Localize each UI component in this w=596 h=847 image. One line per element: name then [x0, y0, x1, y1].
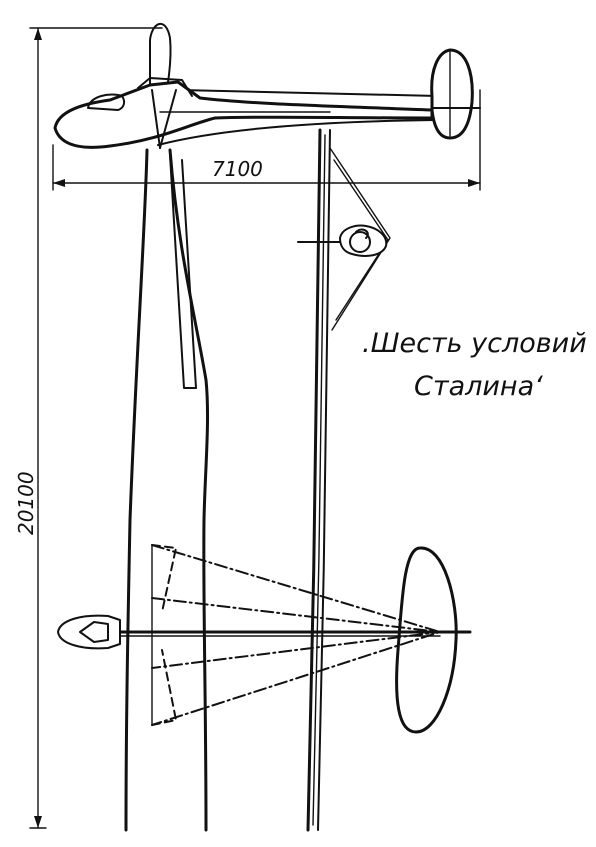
side-fuselage [53, 80, 434, 149]
caption-line-2: Сталина‘ [414, 371, 543, 402]
span-dimension-label: 20100 [14, 471, 38, 535]
length-dimension: 7100 [52, 89, 481, 191]
span-dimension: 20100 [14, 27, 163, 829]
side-view [53, 23, 481, 149]
side-canopy [87, 93, 126, 111]
plan-tail-ellipse [395, 546, 458, 734]
caption-line-1: .Шесть условий [362, 328, 587, 359]
caption: .Шесть условий Сталина‘ [362, 328, 587, 402]
plan-view-wing [124, 148, 210, 832]
front-view [297, 128, 391, 832]
plan-nose-pod [57, 614, 121, 650]
side-fin [430, 48, 474, 140]
plan-view-tail [57, 544, 472, 734]
length-dimension-label: 7100 [212, 157, 263, 181]
